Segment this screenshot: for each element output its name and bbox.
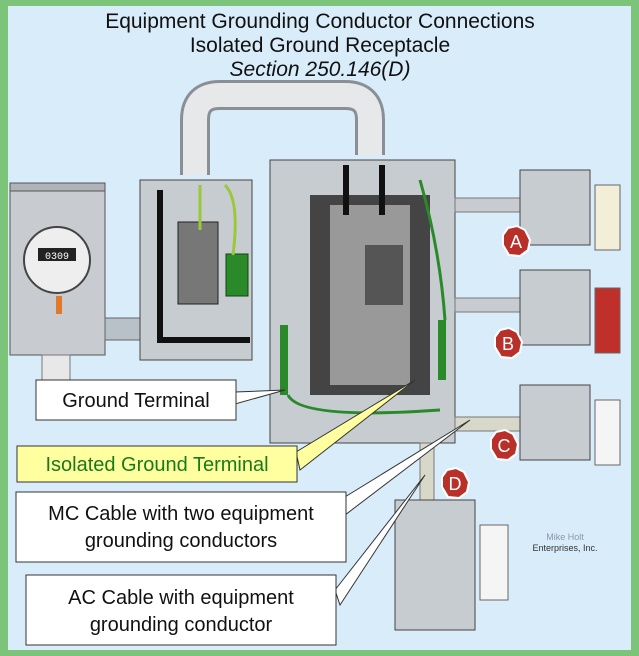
disconnect-enclosure (139, 179, 253, 361)
title-line2: Isolated Ground Receptacle (190, 34, 450, 57)
callout-ac-cable (25, 574, 337, 646)
watermark-line1: Mike Holt (546, 532, 584, 542)
meter-reading: 0309 (45, 252, 69, 263)
callout-ground-terminal (35, 379, 237, 421)
marker-c-label: C (498, 436, 511, 456)
receptacle-box-c (519, 384, 621, 466)
title-line3: Section 250.146(D) (230, 58, 411, 81)
watermark-line2: Enterprises, Inc. (532, 543, 597, 553)
marker-b-label: B (502, 334, 514, 354)
meter-enclosure: 0309 (9, 182, 106, 386)
marker-a (502, 224, 532, 258)
marker-a-label: A (510, 232, 522, 252)
callout-isolated-ground-terminal (16, 445, 298, 483)
panelboard (269, 159, 456, 444)
callout-ac-cable-line1: AC Cable with equipment (68, 587, 294, 609)
callout-ac-cable-line2: grounding conductor (90, 614, 273, 636)
marker-d-label: D (449, 474, 462, 494)
callout-ground-terminal-text: Ground Terminal (62, 390, 209, 412)
receptacle-box-d (394, 499, 509, 631)
callout-mc-cable-line2: grounding conductors (85, 530, 277, 552)
callout-mc-cable (15, 491, 347, 563)
title-line1: Equipment Grounding Conductor Connection… (105, 10, 535, 33)
callout-mc-cable-line1: MC Cable with two equipment (48, 503, 314, 525)
receptacle-box-a (519, 169, 621, 251)
receptacle-box-b (519, 269, 621, 354)
callout-isolated-ground-terminal-text: Isolated Ground Terminal (45, 454, 268, 476)
